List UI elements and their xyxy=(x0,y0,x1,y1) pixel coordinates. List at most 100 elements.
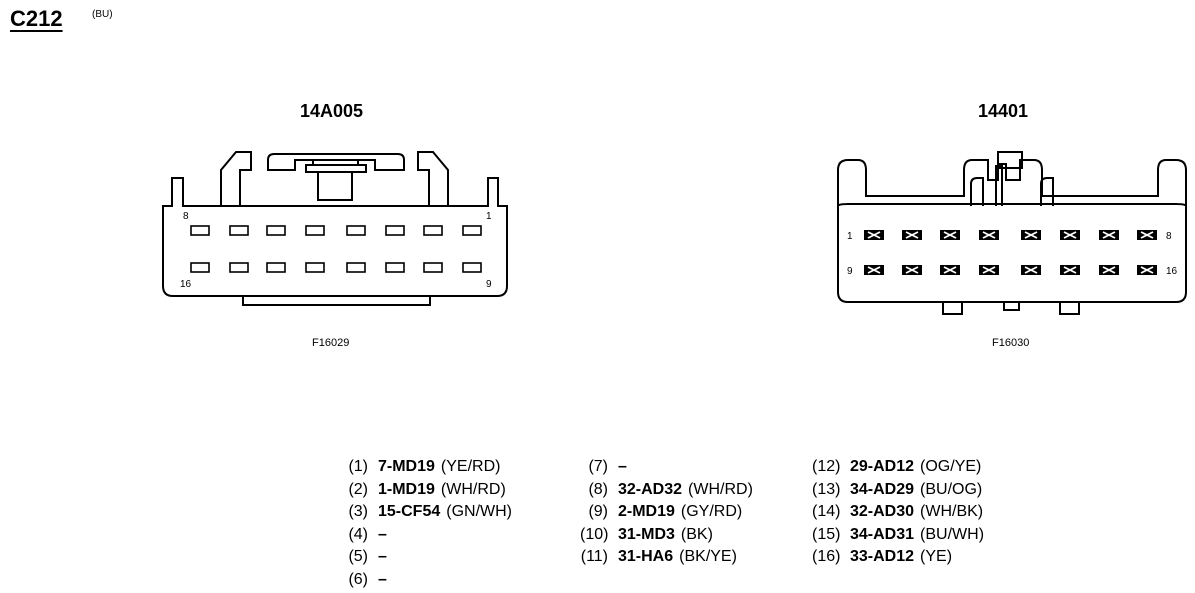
pin-circuit: 34-AD29 xyxy=(850,480,915,498)
right-connector-drawing xyxy=(837,151,1187,315)
left-pin-cavity xyxy=(229,262,249,273)
pin-wire-color: (GY/RD) xyxy=(680,503,743,520)
right-pin-cavity xyxy=(1021,265,1041,275)
pinout-row: (7)– xyxy=(580,458,633,476)
pin-circuit: 32-AD30 xyxy=(850,503,915,520)
pin-number: (10) xyxy=(580,525,609,543)
left-connector-pin-cavities xyxy=(190,225,482,273)
pin-circuit: 31-HA6 xyxy=(618,548,674,565)
pin-wire-color: (BU/WH) xyxy=(920,525,985,543)
pin-circuit: 1-MD19 xyxy=(378,480,435,498)
right-pin-cavity xyxy=(864,230,884,240)
left-pin-label-bottom-left: 16 xyxy=(180,279,192,290)
right-pin-cavity xyxy=(1137,230,1157,240)
left-connector-part-number: 14A005 xyxy=(300,101,364,121)
pinout-row: (2) 1-MD19 (WH/RD) xyxy=(340,480,506,499)
right-pin-cavity xyxy=(940,230,960,240)
pin-wire-color: (BK/YE) xyxy=(679,548,737,565)
pin-number: (4) xyxy=(348,525,368,543)
pin-wire-color: (BK) xyxy=(680,525,713,543)
connector-id: C212 xyxy=(10,6,63,31)
right-pin-cavity xyxy=(1060,265,1080,275)
pin-number: (16) xyxy=(812,548,841,565)
left-pin-cavity xyxy=(305,225,325,236)
left-pin-cavity xyxy=(385,262,405,273)
right-pin-cavity xyxy=(979,230,999,240)
left-pin-cavity xyxy=(462,262,482,273)
pin-number: (1) xyxy=(348,458,368,475)
right-pin-cavity xyxy=(902,230,922,240)
pin-wire-color: (WH/RD) xyxy=(440,480,506,498)
pin-circuit: 29-AD12 xyxy=(850,458,915,475)
pin-number: (3) xyxy=(348,503,368,520)
pinout-row: (6)– xyxy=(340,571,393,589)
right-pin-label-bottom-right: 16 xyxy=(1166,266,1178,277)
pin-circuit: 31-MD3 xyxy=(618,525,675,543)
right-figure-id: F16030 xyxy=(992,337,1030,349)
left-pin-cavity xyxy=(423,225,443,236)
pinout-row: (3)15-CF54(GN/WH) xyxy=(340,503,512,521)
pinout-row: (5)– xyxy=(340,548,393,566)
right-pin-cavity xyxy=(979,265,999,275)
pin-circuit: 2-MD19 xyxy=(618,503,675,520)
pin-number: (14) xyxy=(812,503,841,520)
right-pin-cavity xyxy=(1021,230,1041,240)
pin-number: (6) xyxy=(348,570,368,588)
left-pin-cavity xyxy=(305,262,325,273)
pin-number: (15) xyxy=(812,525,841,543)
left-connector-drawing xyxy=(162,151,508,306)
pin-number: (2) xyxy=(348,480,368,498)
right-pin-cavity xyxy=(1137,265,1157,275)
pin-number: (11) xyxy=(580,548,608,565)
pinout-row: (15) 34-AD31 (BU/WH) xyxy=(812,526,984,544)
pin-wire-color: (WH/BK) xyxy=(920,503,984,520)
left-pin-cavity xyxy=(462,225,482,236)
pin-circuit: 34-AD31 xyxy=(850,525,915,543)
left-figure-id: F16029 xyxy=(312,337,350,349)
pin-circuit: – xyxy=(378,525,387,543)
pinout-row: (8)32-AD32(WH/RD) xyxy=(580,480,753,499)
pinout-row: (12) 29-AD12 (OG/YE) xyxy=(812,458,981,476)
left-pin-cavity xyxy=(346,225,366,236)
pin-number: (13) xyxy=(812,480,841,498)
pin-circuit: 7-MD19 xyxy=(378,458,435,475)
left-pin-cavity xyxy=(190,262,210,273)
pin-wire-color: (GN/WH) xyxy=(446,503,513,520)
pin-wire-color: (WH/RD) xyxy=(688,480,753,498)
left-pin-cavity xyxy=(266,262,286,273)
pin-circuit: – xyxy=(618,458,627,475)
pin-wire-color: (BU/OG) xyxy=(920,480,983,498)
right-pin-cavity xyxy=(1099,230,1119,240)
right-connector-pin-cavities xyxy=(864,230,1157,275)
connector-color-code: (BU) xyxy=(92,9,113,20)
pinout-row: (1)7-MD19(YE/RD) xyxy=(340,458,500,476)
connector-title: C212 (BU) xyxy=(10,6,113,32)
left-pin-label-top-right: 1 xyxy=(486,211,492,222)
pinout-row: (14) 32-AD30 (WH/BK) xyxy=(812,503,983,521)
pin-circuit: – xyxy=(378,570,387,588)
pin-wire-color: (OG/YE) xyxy=(920,458,982,475)
pin-number: (8) xyxy=(588,480,608,498)
left-pin-cavity xyxy=(346,262,366,273)
pinout-row: (16)33-AD12(YE) xyxy=(812,548,952,566)
pinout-row: (10) 31-MD3 (BK) xyxy=(580,526,713,544)
right-pin-cavity xyxy=(864,265,884,275)
pinout-row: (13) 34-AD29 (BU/OG) xyxy=(812,481,982,499)
right-connector-part-number: 14401 xyxy=(978,101,1029,121)
right-pin-cavity xyxy=(1099,265,1119,275)
pin-number: (12) xyxy=(812,458,841,475)
left-pin-cavity xyxy=(385,225,405,236)
pin-wire-color: (YE) xyxy=(920,548,953,565)
right-pin-label-bottom-left: 9 xyxy=(847,266,853,277)
pin-circuit: – xyxy=(378,548,387,565)
right-pin-label-top-right: 8 xyxy=(1166,231,1172,242)
pin-number: (7) xyxy=(588,458,608,475)
left-pin-cavity xyxy=(229,225,249,236)
pinout-row: (4)– xyxy=(340,526,393,544)
pinout-row: (11) 31-HA6 (BK/YE) xyxy=(580,548,737,566)
left-pin-label-top-left: 8 xyxy=(183,211,189,222)
left-pin-cavity xyxy=(423,262,443,273)
right-pin-cavity xyxy=(940,265,960,275)
pin-number: (9) xyxy=(588,503,608,520)
